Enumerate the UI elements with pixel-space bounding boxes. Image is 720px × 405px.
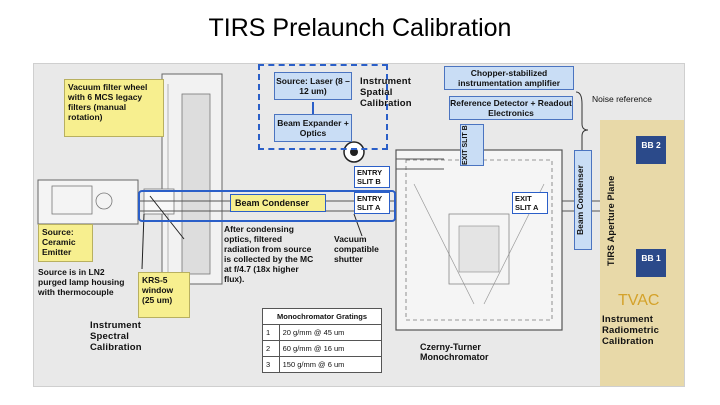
slide-title: TIRS Prelaunch Calibration [208, 14, 512, 42]
spatial-calibration-group [258, 64, 388, 150]
condensing-optics-note: After condensing optics, filtered radiat… [224, 224, 314, 284]
chopper-amplifier-box: Chopper-stabilized instrumentation ampli… [444, 66, 574, 90]
exit-slit-b-label: EXIT SLIT B [460, 124, 484, 166]
lamp-housing-note: Source is in LN2 purged lamp housing wit… [38, 267, 125, 297]
ceramic-source-note: Source: Ceramic Emitter [38, 224, 93, 262]
krs5-window-note: KRS-5 window (25 um) [138, 272, 190, 318]
noise-reference-label: Noise reference [592, 94, 653, 104]
reference-detector-box: Reference Detector + Readout Electronics [449, 96, 573, 120]
bb2-box: BB 2 [636, 136, 666, 164]
schematic-drawing [37, 73, 665, 331]
vacuum-shutter-note: Vacuum compatible shutter [334, 234, 379, 264]
beam-condenser-path-highlight [138, 190, 396, 222]
entry-slit-a-label: ENTRY SLIT A [354, 192, 390, 214]
tvac-label: TVAC [618, 292, 660, 309]
bb1-box: BB 1 [636, 249, 666, 277]
beam-condenser-vertical-label: Beam Condenser [574, 150, 592, 250]
exit-slit-a-label: EXIT SLIT A [512, 192, 548, 214]
beam-condenser-label: Beam Condenser [230, 194, 326, 212]
instrument-spectral-calibration-label: Instrument Spectral Calibration [90, 320, 142, 353]
czerny-turner-label: Czerny-Turner Monochromator [420, 342, 489, 362]
laser-source-box: Source: Laser (8 – 12 um) [274, 72, 352, 100]
tirs-aperture-plane-label: TIRS Aperture Plane [606, 175, 616, 267]
instrument-spatial-calibration-label: Instrument Spatial Calibration [360, 76, 412, 109]
entry-slit-b-label: ENTRY SLIT B [354, 166, 390, 188]
instrument-radiometric-calibration-label: Instrument Radiometric Calibration [602, 314, 660, 347]
gratings-table-header: Monochromator Gratings [262, 308, 382, 325]
vacuum-filter-wheel-note: Vacuum filter wheel with 6 MCS legacy fi… [64, 79, 164, 137]
calibration-diagram: Vacuum filter wheel with 6 MCS legacy fi… [33, 63, 685, 387]
beam-expander-box: Beam Expander + Optics [274, 114, 352, 142]
